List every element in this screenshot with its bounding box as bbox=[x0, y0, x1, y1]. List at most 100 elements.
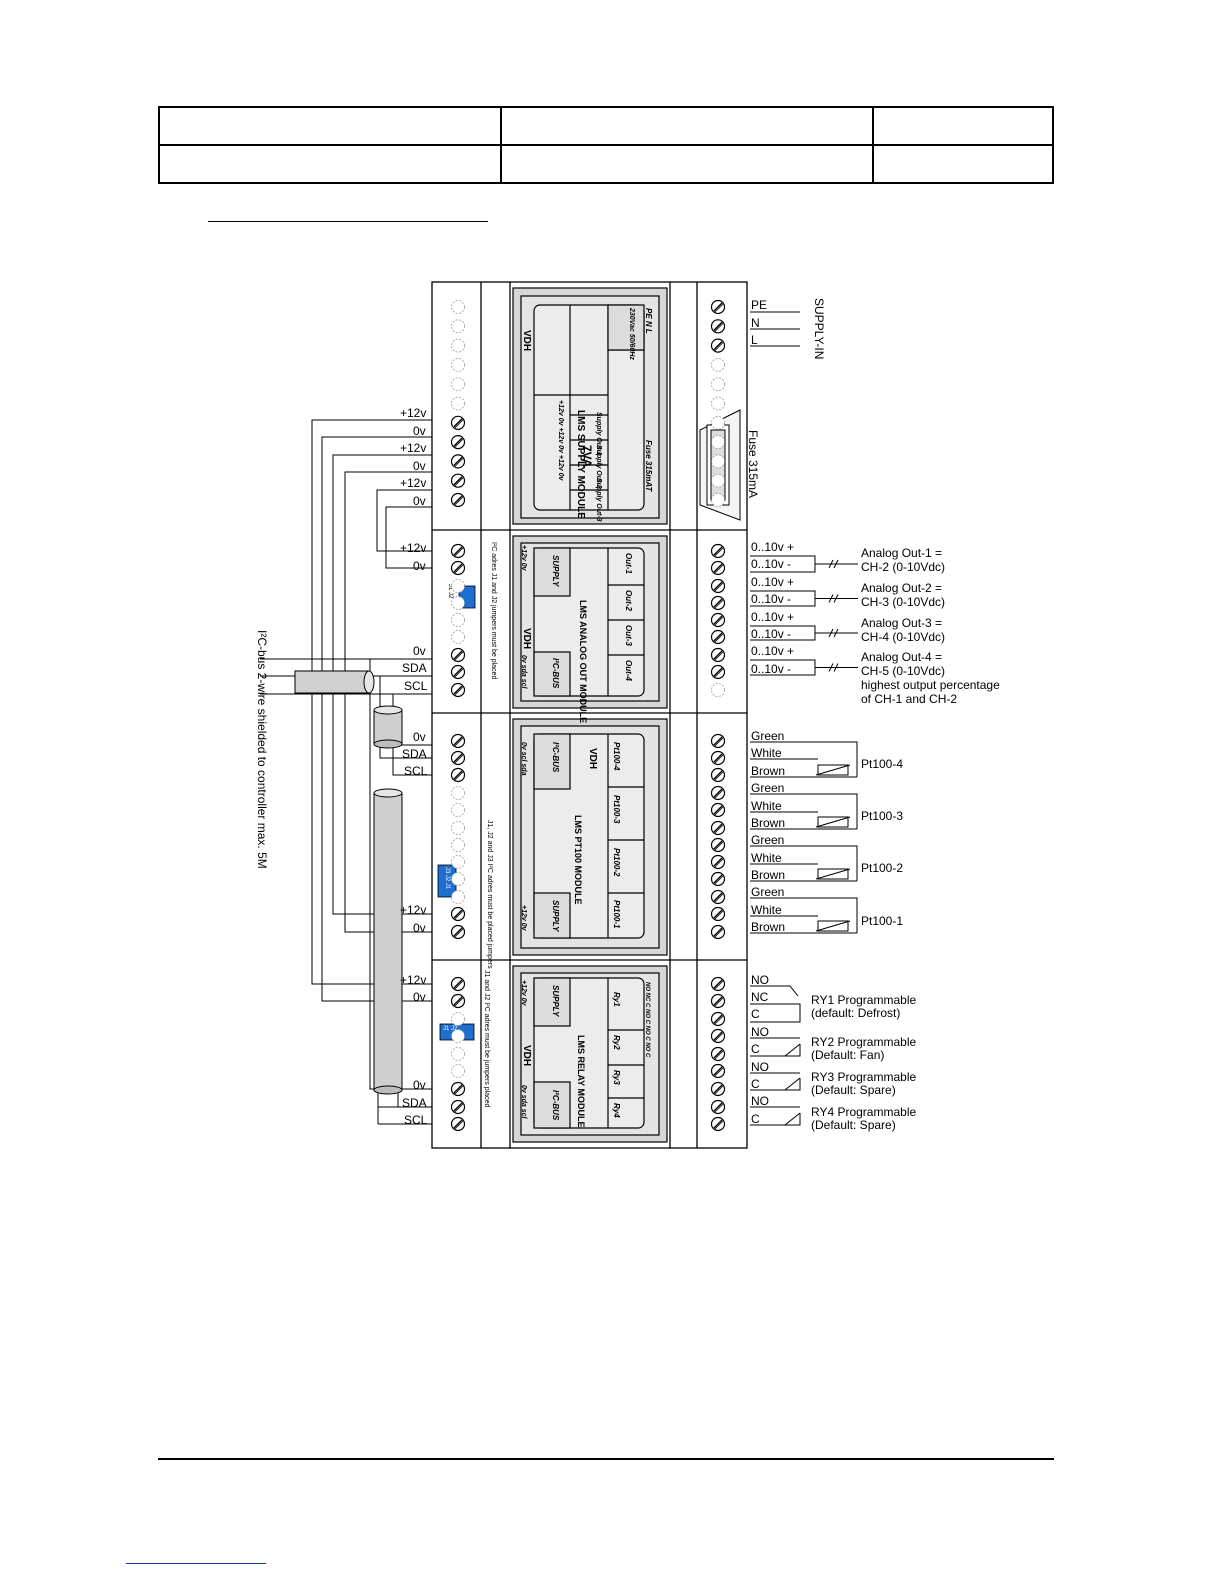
terminal-screw bbox=[710, 785, 726, 801]
label-supply-0v-3: 0v bbox=[413, 494, 426, 508]
power-wire-relay bbox=[311, 419, 432, 985]
bus-note: I²C-bus 2-wire shielded to controller ma… bbox=[255, 630, 269, 869]
ry2-c: C bbox=[751, 1042, 760, 1056]
relay-module-name: VDH bbox=[521, 1045, 532, 1066]
terminal-hole bbox=[711, 473, 725, 488]
pt100-1-label: Pt100-1 bbox=[861, 914, 903, 928]
header-cell bbox=[500, 144, 874, 184]
analog-out-4: Out-4 bbox=[624, 660, 633, 681]
terminal-screw bbox=[450, 733, 466, 749]
terminal-screw bbox=[450, 454, 466, 469]
terminal-screw bbox=[710, 338, 726, 353]
terminal-screw bbox=[450, 682, 466, 698]
label-analog-plus12v: +12v bbox=[400, 541, 426, 555]
relay-wire bbox=[750, 1003, 801, 1023]
analog-module bbox=[533, 547, 645, 697]
terminal-screw bbox=[450, 647, 466, 663]
header-table bbox=[158, 106, 1054, 184]
analog-out-3-label: Analog Out-3 = bbox=[861, 616, 942, 630]
ry4-default: (Default: Spare) bbox=[811, 1118, 896, 1132]
terminal-screw bbox=[710, 1099, 726, 1115]
terminal-screw bbox=[710, 889, 726, 905]
analog-out-1-channel: CH-2 (0-10Vdc) bbox=[861, 560, 945, 574]
terminal-hole bbox=[711, 415, 725, 430]
pt100-2-brown: Brown bbox=[751, 868, 785, 882]
pt100-wire bbox=[750, 793, 858, 829]
supply-output-3: Supply Out-3 bbox=[595, 478, 602, 522]
terminal-hole bbox=[451, 1029, 465, 1043]
cable-shields bbox=[294, 670, 403, 1095]
relay-pins: NO NC C NO C NO C NO C bbox=[644, 982, 650, 1058]
pt100-resistor-slash bbox=[815, 920, 851, 932]
ry1-default: (default: Defrost) bbox=[811, 1006, 900, 1020]
pt100-resistor-slash bbox=[815, 764, 851, 776]
label-relay-plus12v: +12v bbox=[400, 973, 426, 987]
pt100-resistor-slash bbox=[815, 816, 851, 828]
label-pt100-plus12v: +12v bbox=[400, 903, 426, 917]
pt100-2-green: Green bbox=[751, 833, 784, 847]
analog-supply-label: SUPPLY bbox=[551, 555, 560, 587]
analog-bus-label: I²C-BUS bbox=[551, 658, 560, 689]
label-analog-bus-sda: SDA bbox=[402, 661, 427, 675]
terminal-screw bbox=[450, 1116, 466, 1132]
analog-out-2-channel: CH-3 (0-10Vdc) bbox=[861, 595, 945, 609]
pt100-2-white: White bbox=[751, 851, 782, 865]
terminal-screw bbox=[710, 612, 726, 628]
pt100-wire bbox=[750, 845, 858, 881]
pt100-bus-pins: 0v scl sda bbox=[520, 742, 527, 776]
section-title-underline bbox=[208, 221, 488, 222]
terminal-screw bbox=[710, 578, 726, 594]
supply-in-n: N bbox=[751, 316, 760, 330]
ry3-no: NO bbox=[751, 1060, 769, 1074]
pt100-4-green: Green bbox=[751, 729, 784, 743]
pt100-wire bbox=[750, 741, 858, 777]
analog-out-4-minus: 0..10v - bbox=[751, 662, 791, 676]
supply-output-2: Supply Out-2 bbox=[595, 445, 602, 489]
terminal-screw bbox=[710, 1081, 726, 1097]
terminal-screw bbox=[710, 1116, 726, 1132]
analog-out-1-plus: 0..10v + bbox=[751, 540, 794, 554]
pt100-sensor-labels: Green White Brown Pt100-4 Green White Br… bbox=[751, 729, 903, 934]
ry1-label: RY1 Programmable bbox=[811, 993, 916, 1007]
analog-module-title: LMS ANALOG OUT MODULE bbox=[578, 600, 588, 723]
terminal-hole bbox=[711, 377, 725, 392]
header-cell bbox=[872, 106, 1054, 146]
pt100-supply-pins: +12v 0v bbox=[520, 905, 527, 932]
analog-out-3: Out-3 bbox=[624, 625, 633, 646]
relay-ry1: Ry1 bbox=[612, 992, 621, 1007]
terminal-screw bbox=[710, 820, 726, 836]
terminal-hole bbox=[451, 872, 465, 886]
label-supply-plus12v-3: +12v bbox=[400, 476, 426, 490]
wire-break-mark bbox=[828, 559, 834, 569]
label-supply-0v-2: 0v bbox=[413, 459, 426, 473]
wire-break-mark bbox=[833, 559, 839, 569]
pt100-module-name: VDH bbox=[587, 748, 598, 769]
label-supply-0v-1: 0v bbox=[413, 424, 426, 438]
terminal-screw bbox=[710, 906, 726, 922]
pt100-module-title: LMS PT100 MODULE bbox=[573, 815, 583, 905]
terminal-screw bbox=[450, 543, 466, 559]
analog-out-1-label: Analog Out-1 = bbox=[861, 546, 942, 560]
terminal-screw bbox=[710, 595, 726, 611]
pt100-2-label: Pt100-2 bbox=[861, 861, 903, 875]
wire-break-mark bbox=[833, 594, 839, 603]
label-analog-bus-0v: 0v bbox=[413, 644, 426, 658]
terminal-screw bbox=[450, 1081, 466, 1097]
terminal-screw bbox=[710, 664, 726, 680]
footer-rule bbox=[158, 1458, 1054, 1460]
relay-wire bbox=[750, 1113, 801, 1126]
analog-supply-pins: +12v 0v bbox=[520, 545, 527, 572]
ry1-nc: NC bbox=[751, 990, 769, 1004]
analog-out-4-label: Analog Out-4 = bbox=[861, 650, 942, 664]
pt100-channel-3: Pt100-3 bbox=[612, 795, 621, 824]
supply-module-name: VDH bbox=[521, 330, 532, 351]
terminal-hole bbox=[451, 579, 465, 593]
ry3-default: (Default: Spare) bbox=[811, 1083, 896, 1097]
terminal-screw bbox=[450, 435, 466, 450]
terminal-screw bbox=[450, 976, 466, 992]
fuse-label: Fuse 315mA bbox=[746, 430, 760, 498]
terminal-screw bbox=[450, 492, 466, 508]
analog-out-2-label: Analog Out-2 = bbox=[861, 581, 942, 595]
analog-out-1-minus: 0..10v - bbox=[751, 557, 791, 571]
